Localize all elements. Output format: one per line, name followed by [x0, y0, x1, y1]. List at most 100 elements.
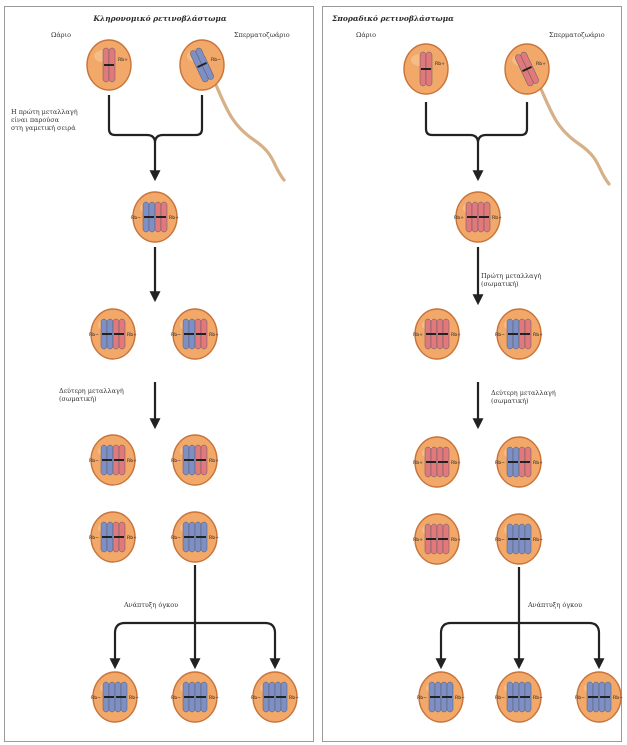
- centromere: [520, 333, 530, 335]
- tumor-cell: Rb− Rb−: [417, 672, 465, 722]
- second-mutation-note: Δεύτερη μεταλλαγή (σωματική): [491, 389, 556, 405]
- centromere: [426, 333, 436, 335]
- tumor-cell: Rb− Rb−: [91, 672, 139, 722]
- allele-label: Rb+: [413, 537, 423, 543]
- centromere: [438, 333, 448, 335]
- centromere: [426, 461, 436, 463]
- chromosome-pair: [103, 48, 115, 82]
- centromere: [184, 536, 194, 538]
- centromere: [508, 333, 518, 335]
- centromere: [430, 696, 440, 698]
- allele-label: Rb−: [289, 695, 299, 701]
- sperm-label: Σπερματοζωάριο: [234, 31, 290, 39]
- merge-bracket: [426, 102, 527, 143]
- allele-label: Rb+: [435, 61, 445, 67]
- merge-bracket: [109, 95, 202, 143]
- note-line: Πρώτη μεταλλαγή: [481, 272, 541, 280]
- centromere: [520, 538, 530, 540]
- centromere: [184, 696, 194, 698]
- allele-label: Rb+: [533, 332, 543, 338]
- centromere: [438, 461, 448, 463]
- cell: Rb+Rb+: [413, 309, 461, 359]
- allele-label: Rb−: [171, 695, 181, 701]
- centromere: [196, 459, 206, 461]
- egg-cell: Rb+: [404, 44, 448, 94]
- cell: Rb+Rb+: [413, 437, 461, 487]
- allele-label: Rb−: [89, 535, 99, 541]
- note-line: Η πρώτη μεταλλαγή: [11, 108, 78, 116]
- note-line: Δεύτερη μεταλλαγή: [59, 387, 124, 395]
- note-line: (σωματική): [59, 395, 124, 403]
- allele-label: Rb+: [118, 57, 128, 63]
- centromere: [184, 333, 194, 335]
- centromere: [184, 459, 194, 461]
- centromere: [467, 216, 477, 218]
- centromere: [508, 696, 518, 698]
- allele-label: Rb−: [209, 535, 219, 541]
- cell: Rb−Rb+: [495, 437, 543, 487]
- cell: Rb−Rb+: [171, 309, 219, 359]
- sperm-cell: Rb+: [505, 44, 609, 184]
- centromere: [116, 696, 126, 698]
- centromere: [600, 696, 610, 698]
- panel-title: Κληρονομικό ρετινοβλάστωμα: [93, 14, 226, 23]
- egg-label: Ωάριο: [356, 31, 376, 39]
- centromere: [520, 696, 530, 698]
- note-line: στη γαμετική σειρά: [11, 124, 78, 132]
- panel-title: Σποραδικό ρετινοβλάστωμα: [332, 14, 454, 23]
- allele-label: Rb−: [533, 695, 543, 701]
- centromere: [438, 538, 448, 540]
- cell: Rb−Rb+: [89, 309, 137, 359]
- allele-label: Rb−: [129, 695, 139, 701]
- allele-label: Rb+: [536, 61, 546, 67]
- tumor-cell: Rb−Rb−: [575, 672, 623, 722]
- allele-label: Rb−: [455, 695, 465, 701]
- tumor-label: Ανάπτυξη όγκου: [528, 601, 582, 609]
- centromere: [102, 536, 112, 538]
- allele-label: Rb−: [209, 695, 219, 701]
- note-line: Δεύτερη μεταλλαγή: [491, 389, 556, 397]
- sperm-tail: [541, 89, 609, 184]
- allele-label: Rb+: [454, 215, 464, 221]
- centromere: [114, 459, 124, 461]
- allele-label: Rb+: [127, 332, 137, 338]
- allele-label: Rb−: [495, 460, 505, 466]
- allele-label: Rb−: [495, 537, 505, 543]
- note-line: (σωματική): [491, 397, 556, 405]
- tumor-cell: Rb− Rb−: [171, 672, 219, 722]
- zygote-cell: Rb−Rb+: [131, 192, 179, 242]
- allele-label: Rb−: [495, 332, 505, 338]
- centromere: [144, 216, 154, 218]
- first-mutation-note: Πρώτη μεταλλαγή (σωματική): [481, 272, 541, 288]
- allele-label: Rb−: [171, 332, 181, 338]
- allele-label: Rb+: [451, 332, 461, 338]
- centromere: [156, 216, 166, 218]
- allele-label: Rb+: [209, 458, 219, 464]
- cell: Rb− Rb+: [89, 512, 137, 562]
- centromere: [508, 538, 518, 540]
- centromere: [104, 64, 114, 66]
- mutant-cell: Rb−Rb−: [495, 514, 543, 564]
- allele-label: Rb+: [127, 458, 137, 464]
- allele-label: Rb−: [417, 695, 427, 701]
- centromere: [508, 461, 518, 463]
- centromere: [104, 696, 114, 698]
- sperm-tail: [216, 85, 284, 180]
- mutated-cell: Rb− Rb+: [495, 309, 543, 359]
- chromosome-pair: [420, 52, 432, 86]
- cell: Rb+ Rb+: [413, 514, 461, 564]
- allele-label: Rb+: [451, 537, 461, 543]
- allele-label: Rb+: [127, 535, 137, 541]
- centromere: [102, 459, 112, 461]
- allele-label: Rb−: [171, 458, 181, 464]
- allele-label: Rb−: [495, 695, 505, 701]
- allele-label: Rb−: [91, 695, 101, 701]
- allele-label: Rb−: [171, 535, 181, 541]
- centromere: [196, 333, 206, 335]
- zygote-cell: Rb+Rb+: [454, 192, 502, 242]
- allele-label: Rb+: [451, 460, 461, 466]
- note-line: (σωματική): [481, 280, 541, 288]
- centromere: [196, 536, 206, 538]
- centromere: [442, 696, 452, 698]
- mutant-cell: Rb− Rb−: [171, 512, 219, 562]
